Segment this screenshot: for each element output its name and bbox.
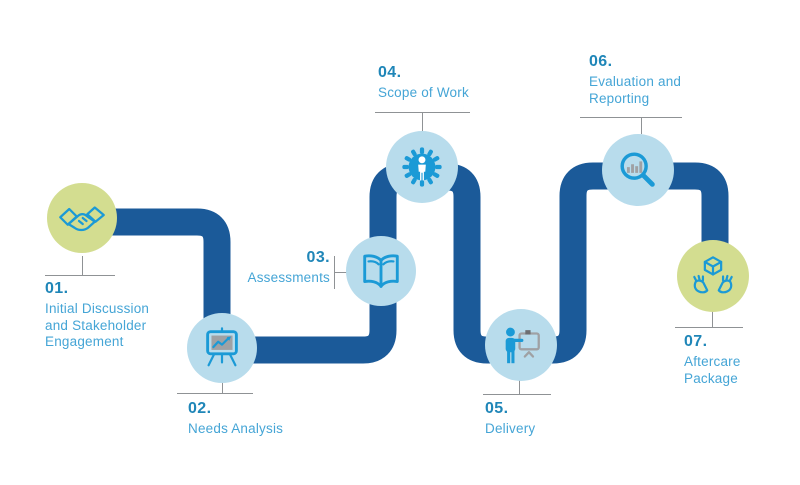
step-7-connector-bar	[675, 327, 743, 328]
step-6-connector-bar	[580, 117, 682, 118]
step-3-connector-bar	[335, 272, 348, 273]
open-book-icon	[363, 254, 399, 288]
presenter-board-icon	[505, 327, 540, 364]
step-6-circle	[602, 134, 674, 206]
step-4-connector	[422, 112, 423, 132]
step-3-circle	[346, 236, 416, 306]
step-1-number: 01.	[45, 280, 69, 297]
step-3-connector	[334, 256, 335, 289]
step-1-circle	[47, 183, 117, 253]
step-2-connector-bar	[177, 393, 253, 394]
step-6-number: 06.	[589, 53, 613, 70]
step-2-connector	[222, 381, 223, 393]
step-4-number: 04.	[378, 64, 402, 81]
step-4-circle	[386, 131, 458, 203]
step-7-number: 07.	[684, 333, 708, 350]
step-7-circle	[677, 240, 749, 312]
step-7-label: 07. Aftercare Package	[684, 333, 774, 387]
step-5-connector-bar	[483, 394, 551, 395]
step-7-connector	[712, 311, 713, 327]
step-1-label: 01. Initial Discussion and Stakeholder E…	[45, 280, 175, 351]
step-5-label: 05. Delivery	[485, 400, 585, 438]
step-3-label: 03. Assessments	[216, 249, 330, 287]
handshake-icon	[59, 206, 105, 232]
step-6-connector	[641, 117, 642, 134]
hands-package-icon	[693, 256, 733, 294]
chart-easel-icon	[206, 327, 238, 367]
person-gear-icon	[402, 147, 442, 187]
step-6-label: 06. Evaluation and Reporting	[589, 53, 699, 107]
step-5-number: 05.	[485, 400, 509, 417]
step-3-number: 03.	[306, 249, 330, 266]
magnifier-bar-chart-icon	[620, 152, 655, 187]
step-4-label: 04. Scope of Work	[378, 64, 488, 102]
step-2-number: 02.	[188, 400, 212, 417]
step-5-circle	[485, 309, 557, 381]
step-5-connector	[519, 377, 520, 394]
step-2-circle	[187, 313, 257, 383]
step-1-connector	[82, 256, 83, 275]
step-1-connector-bar	[45, 275, 115, 276]
step-2-label: 02. Needs Analysis	[188, 400, 308, 438]
